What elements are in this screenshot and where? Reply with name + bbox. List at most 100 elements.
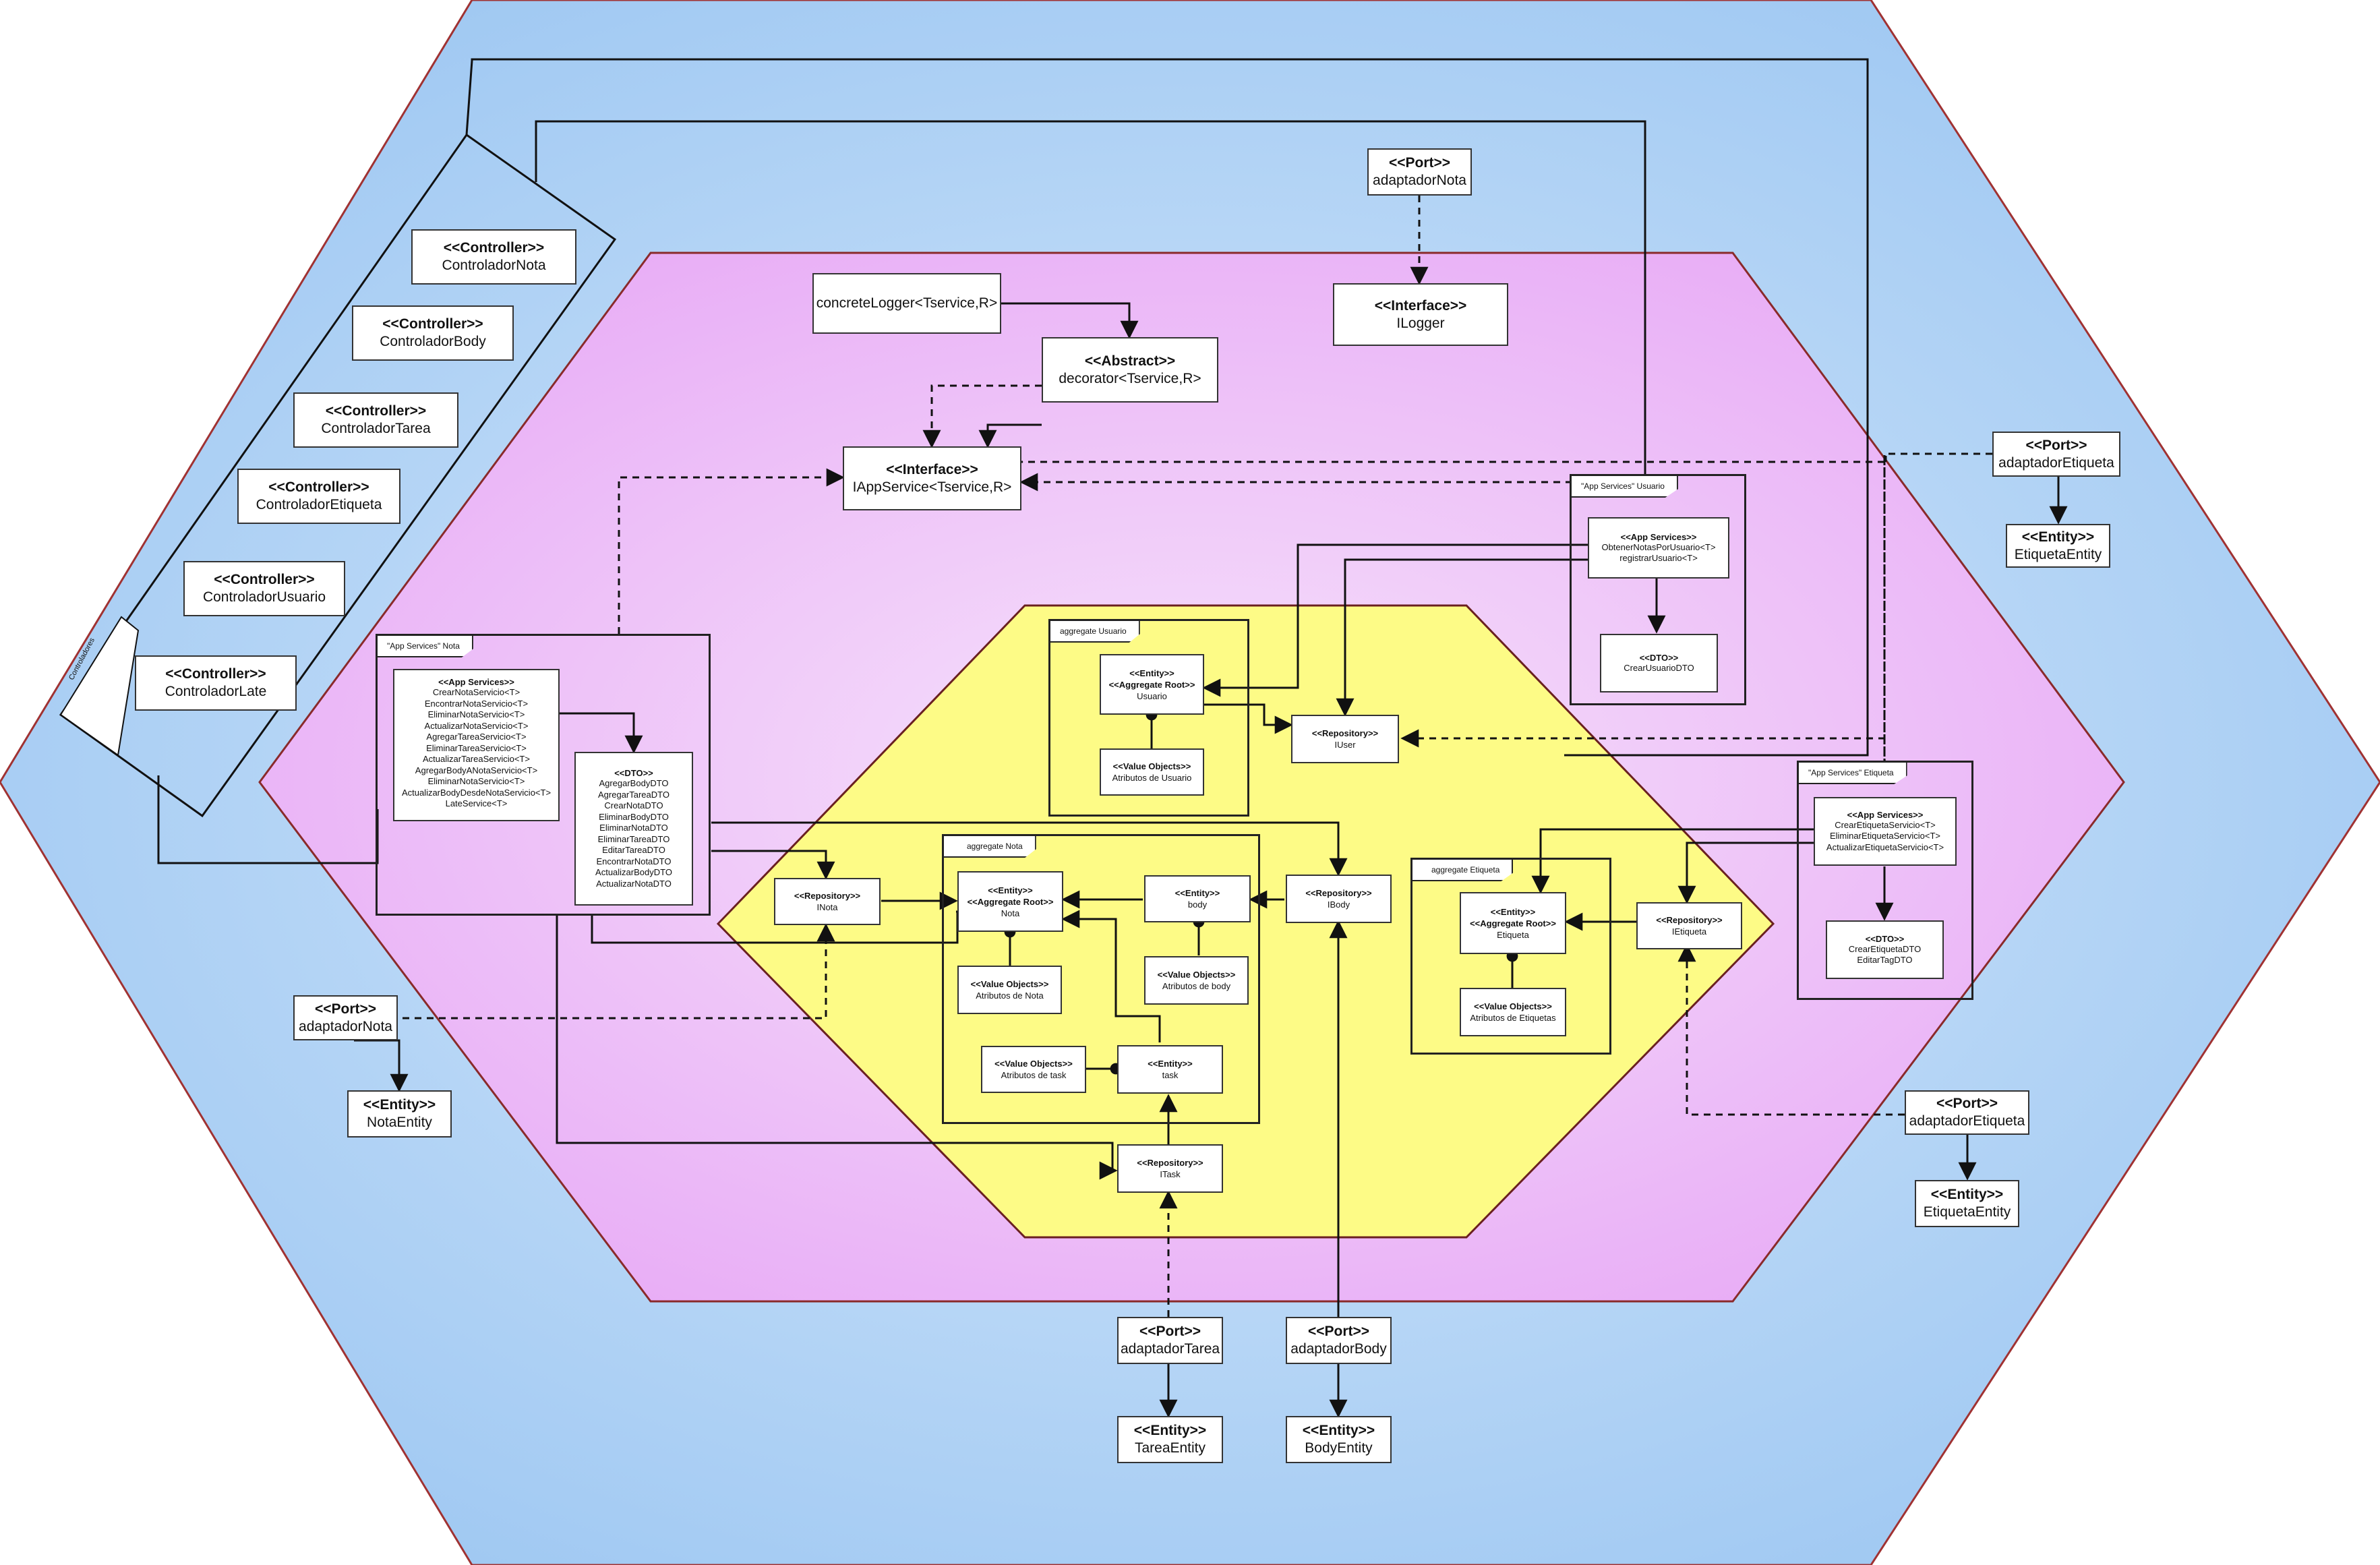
controller-name: ControladorLate <box>165 684 267 699</box>
aggregate-nota-label: aggregate Nota <box>944 836 1036 858</box>
repository-ibody[interactable]: <<Repository>> IBody <box>1286 875 1392 923</box>
entity-body[interactable]: <<Entity>> body <box>1144 875 1251 922</box>
port-adaptador-etiqueta-right[interactable]: <<Port>> adaptadorEtiqueta <box>1905 1090 2029 1135</box>
abstract-decorator[interactable]: <<Abstract>> decorator<Tservice,R> <box>1042 337 1218 403</box>
concrete-logger[interactable]: concreteLogger<Tservice,R> <box>812 273 1001 334</box>
interface-name: ILogger <box>1396 315 1445 331</box>
interface-name: IAppService<Tservice,R> <box>852 479 1012 495</box>
entity-etiqueta-root[interactable]: <<Entity>> <<Aggregate Root>> Etiqueta <box>1460 892 1566 954</box>
entity-name: BodyEntity <box>1305 1440 1373 1456</box>
vo-name: Atributos de Nota <box>976 991 1044 1001</box>
list-item: CrearEtiquetaServicio<T> <box>1835 819 1936 830</box>
controller-stereotype: <<Controller>> <box>443 240 545 256</box>
controller-nota[interactable]: <<Controller>> ControladorNota <box>411 229 576 285</box>
interface-stereotype: <<Interface>> <box>1374 297 1467 314</box>
vo-task[interactable]: <<Value Objects>> Atributos de task <box>981 1046 1086 1093</box>
interface-iappservice[interactable]: <<Interface>> IAppService<Tservice,R> <box>843 446 1021 510</box>
entity-etiqueta-top[interactable]: <<Entity>> EtiquetaEntity <box>2006 524 2110 568</box>
interface-ilogger[interactable]: <<Interface>> ILogger <box>1333 283 1508 346</box>
list-item: ActualizarTareaServicio<T> <box>423 754 530 764</box>
repository-name: ITask <box>1160 1169 1181 1179</box>
port-adaptador-tarea[interactable]: <<Port>> adaptadorTarea <box>1117 1317 1223 1364</box>
list-item: ActualizarEtiquetaServicio<T> <box>1826 841 1944 852</box>
app-services-etiqueta-list[interactable]: <<App Services>> CrearEtiquetaServicio<T… <box>1814 797 1957 866</box>
app-services-etiqueta-label: "App Services" Etiqueta <box>1799 763 1907 784</box>
list-item: ActualizarBodyDTO <box>595 867 672 877</box>
vo-name: Atributos de task <box>1001 1070 1067 1080</box>
controller-body[interactable]: <<Controller>> ControladorBody <box>352 305 514 361</box>
vo-stereotype: <<Value Objects>> <box>994 1059 1073 1069</box>
entity-stereotype: <<Entity>> <box>1129 668 1174 678</box>
vo-usuario[interactable]: <<Value Objects>> Atributos de Usuario <box>1100 748 1204 796</box>
controller-etiqueta[interactable]: <<Controller>> ControladorEtiqueta <box>237 469 400 524</box>
aggregate-root-stereotype: <<Aggregate Root>> <box>1108 679 1195 690</box>
repository-inota[interactable]: <<Repository>> INota <box>774 878 881 925</box>
controller-stereotype: <<Controller>> <box>268 479 369 495</box>
port-name: adaptadorTarea <box>1120 1341 1220 1357</box>
entity-etiqueta-right[interactable]: <<Entity>> EtiquetaEntity <box>1915 1180 2019 1227</box>
app-services-nota-list[interactable]: <<App Services>> CrearNotaServicio<T>Enc… <box>393 669 560 821</box>
entity-name: TareaEntity <box>1134 1440 1206 1456</box>
interface-stereotype: <<Interface>> <box>886 461 978 477</box>
entity-name: Etiqueta <box>1497 929 1529 940</box>
controller-stereotype: <<Controller>> <box>325 403 427 419</box>
app-services-usuario-frame: "App Services" Usuario <box>1570 474 1746 705</box>
list-item: AgregarTareaServicio<T> <box>426 732 527 742</box>
aggregate-usuario-frame: aggregate Usuario <box>1048 619 1249 817</box>
repository-stereotype: <<Repository>> <box>1311 728 1379 738</box>
entity-name: body <box>1187 899 1208 910</box>
repository-name: INota <box>816 902 838 912</box>
vo-nota[interactable]: <<Value Objects>> Atributos de Nota <box>957 966 1062 1014</box>
repository-name: IEtiqueta <box>1671 926 1707 937</box>
list-item: LateService<T> <box>445 798 508 808</box>
entity-nota[interactable]: <<Entity>> NotaEntity <box>347 1090 452 1138</box>
list-item: EliminarBodyDTO <box>599 811 669 822</box>
app-services-nota-label: "App Services" Nota <box>378 636 473 657</box>
controller-name: ControladorBody <box>380 334 486 349</box>
entity-usuario-root[interactable]: <<Entity>> <<Aggregate Root>> Usuario <box>1100 654 1204 715</box>
vo-body[interactable]: <<Value Objects>> Atributos de body <box>1144 956 1249 1005</box>
app-services-etiqueta-frame: "App Services" Etiqueta <box>1797 761 1973 1000</box>
list-item: AgregarBodyANotaServicio<T> <box>415 765 538 775</box>
repository-itask[interactable]: <<Repository>> ITask <box>1117 1144 1223 1193</box>
list-item: AgregarBodyDTO <box>599 778 669 788</box>
entity-nota-root[interactable]: <<Entity>> <<Aggregate Root>> Nota <box>957 871 1063 932</box>
port-adaptador-nota-top[interactable]: <<Port>> adaptadorNota <box>1367 148 1472 196</box>
dto-usuario[interactable]: <<DTO>> CrearUsuarioDTO <box>1600 634 1718 692</box>
controller-tarea[interactable]: <<Controller>> ControladorTarea <box>293 392 458 448</box>
entity-task[interactable]: <<Entity>> task <box>1117 1045 1223 1094</box>
vo-etiqueta[interactable]: <<Value Objects>> Atributos de Etiquetas <box>1460 988 1566 1036</box>
port-adaptador-etiqueta-top[interactable]: <<Port>> adaptadorEtiqueta <box>1992 432 2120 477</box>
controller-name: ControladorEtiqueta <box>256 497 382 512</box>
controller-stereotype: <<Controller>> <box>382 316 483 332</box>
app-services-stereotype: <<App Services>> <box>1847 809 1924 820</box>
app-services-usuario-list[interactable]: <<App Services>> ObtenerNotasPorUsuario<… <box>1588 517 1729 579</box>
app-services-stereotype: <<App Services>> <box>438 677 514 687</box>
port-stereotype: <<Port>> <box>2025 437 2087 453</box>
port-adaptador-nota-left[interactable]: <<Port>> adaptadorNota <box>293 995 398 1040</box>
controller-usuario[interactable]: <<Controller>> ControladorUsuario <box>183 561 345 616</box>
port-adaptador-body[interactable]: <<Port>> adaptadorBody <box>1286 1317 1392 1364</box>
port-name: adaptadorNota <box>299 1018 392 1034</box>
entity-stereotype: <<Entity>> <box>1302 1423 1375 1438</box>
list-item: EditarTagDTO <box>1857 955 1913 965</box>
dto-stereotype: <<DTO>> <box>1639 652 1679 663</box>
repository-ietiqueta[interactable]: <<Repository>> IEtiqueta <box>1636 902 1742 949</box>
repository-iuser[interactable]: <<Repository>> IUser <box>1291 715 1399 763</box>
list-item: EliminarNotaServicio<T> <box>427 776 525 786</box>
port-stereotype: <<Port>> <box>1307 1324 1370 1339</box>
abstract-stereotype: <<Abstract>> <box>1084 353 1176 369</box>
vo-stereotype: <<Value Objects>> <box>1474 1001 1552 1011</box>
port-stereotype: <<Port>> <box>314 1001 377 1017</box>
repository-stereotype: <<Repository>> <box>1137 1158 1203 1168</box>
list-item: ObtenerNotasPorUsuario<T> <box>1601 541 1716 552</box>
entity-tarea[interactable]: <<Entity>> TareaEntity <box>1117 1416 1223 1463</box>
list-item: EliminarEtiquetaServicio<T> <box>1829 831 1941 841</box>
entity-body-external[interactable]: <<Entity>> BodyEntity <box>1286 1416 1392 1463</box>
controllers-group-tab <box>59 616 140 757</box>
aggregate-nota-frame: aggregate Nota <box>942 834 1260 1124</box>
controller-late[interactable]: <<Controller>> ControladorLate <box>135 655 297 711</box>
